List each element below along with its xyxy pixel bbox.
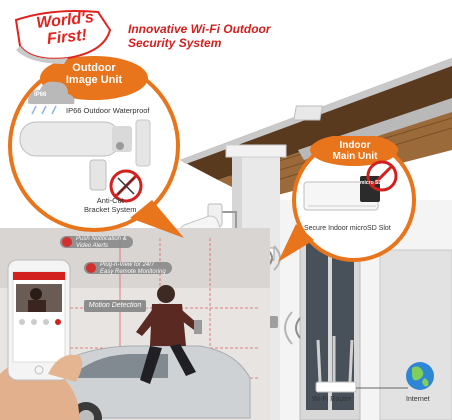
- ip66-badge: IP66: [34, 92, 47, 98]
- burglar-figure: [136, 285, 202, 384]
- push-notification-pill: Push Notification & Video Alerts: [60, 236, 133, 249]
- worlds-first-badge: [14, 10, 112, 64]
- router-icon: [315, 381, 357, 393]
- headline: Innovative Wi-Fi Outdoor Security System: [128, 22, 271, 50]
- motion-detection-label: Motion Detection: [84, 300, 146, 312]
- microsd-slot-label: Secure Indoor microSD Slot: [304, 225, 391, 232]
- indoor-unit-title: Indoor Main Unit: [332, 140, 378, 162]
- no-theft-icon: [366, 160, 398, 192]
- waterproof-label: IP66 Outdoor Waterproof: [66, 106, 150, 115]
- plug-n-view-pill: Plug-n-View for 24/7 Easy Remote Monitor…: [84, 262, 172, 275]
- smartphone: [0, 259, 83, 420]
- plug-icon: [86, 263, 96, 273]
- outdoor-unit-callout: [8, 56, 184, 238]
- indoor-unit-callout: [278, 136, 416, 262]
- outdoor-unit-title: Outdoor Image Unit: [65, 62, 123, 86]
- weather-cloud-icon: [27, 81, 75, 104]
- microsd-text: micro SD: [360, 180, 382, 186]
- anti-cut-label: Anti-Cut Bracket System: [84, 196, 137, 214]
- internet-label: Internet: [406, 396, 430, 403]
- camera-icon: [62, 237, 72, 247]
- outdoor-camera-closeup: [19, 119, 151, 167]
- router-label: Wi-Fi Router: [312, 396, 352, 403]
